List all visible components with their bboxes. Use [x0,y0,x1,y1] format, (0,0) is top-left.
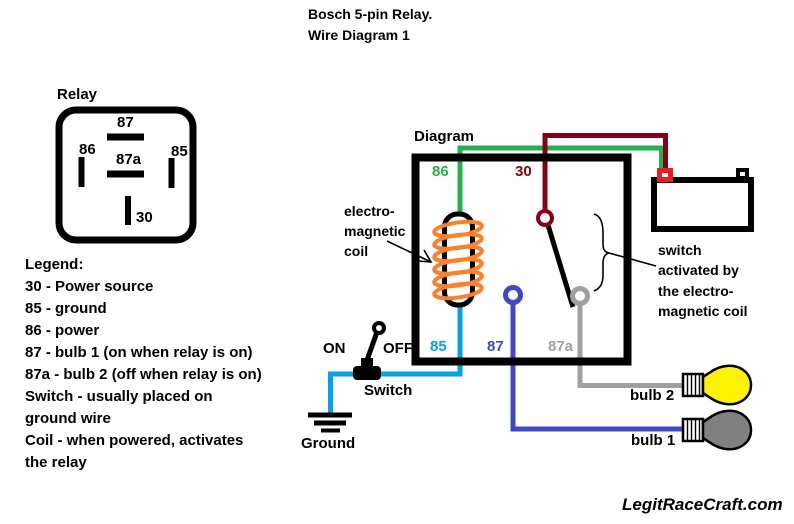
switch-annotation: switch activated by the electro- magneti… [658,240,747,321]
switch-annotation-line-3: the electro- [658,282,734,299]
relay-pin-30-label: 30 [136,209,153,226]
diagram-pin-87-label: 87 [487,338,504,355]
switch-on-label: ON [323,340,346,357]
relay-switch-arm [545,224,576,308]
switch-annotation-line-4: magnetic coil [658,302,748,319]
switch-lever [363,331,380,364]
legend-heading: Legend: [25,256,84,273]
electromagnetic-coil [432,211,484,308]
wire-86-green [457,145,664,216]
battery-positive-terminal [657,168,673,182]
switch-annotation-line-1: switch [658,242,702,258]
relay-pinout-drawing [55,106,197,244]
coil-arrow-head [417,249,433,263]
relay-pinout-title: Relay [57,86,98,103]
diagram-title: Diagram [414,128,475,145]
bulb-2-label: bulb 2 [630,387,675,404]
ground-symbol [308,412,352,433]
legend: Legend: 30 - Power source 85 - ground 86… [25,254,262,474]
switch-hub [361,358,373,368]
diagram-pin-87a-label: 87a [548,338,574,355]
ground-label: Ground [301,435,356,452]
contact-87a [570,286,590,306]
wire-87-blue [510,301,684,432]
legend-line-87a: 87a - bulb 2 (off when relay is on) [25,366,262,383]
site-watermark: LegitRaceCraft.com [622,495,783,514]
relay-pin-87-label: 87 [117,114,134,131]
toggle-switch [353,321,386,380]
page-title-line-1: Bosch 5-pin Relay. [308,6,433,22]
switch-annotation-line-2: activated by [658,262,739,279]
relay-pin-87a-label: 87a [116,151,142,168]
battery-body [651,177,754,232]
diagram-pin-86-label: 86 [432,163,449,180]
wire-85-cyan [328,300,463,413]
legend-line-30: 30 - Power source [25,278,154,295]
diagram-pin-30-label: 30 [515,163,532,180]
legend-line-switch-2: ground wire [25,410,111,427]
switch-annotation-line [608,252,657,267]
bulb-2-glass [701,364,753,406]
coil-annotation-line-2: magnetic [344,223,406,239]
bulb-1-label: bulb 1 [631,432,676,449]
switch-off-label: OFF [383,340,413,357]
battery-negative-terminal [736,168,749,180]
contact-87 [503,285,523,305]
legend-line-coil-1: Coil - when powered, activates [25,432,244,449]
wire-87a-gray [577,302,684,388]
battery [651,168,754,232]
page-title-line-2: Wire Diagram 1 [308,27,410,43]
bulb-2 [681,364,753,406]
wire-30-darkred [542,133,668,212]
diagram-pin-85-label: 85 [430,338,447,355]
switch-label: Switch [364,382,413,399]
contact-30 [536,209,554,227]
legend-line-87: 87 - bulb 1 (on when relay is on) [25,344,253,361]
switch-body [353,366,381,380]
legend-line-coil-2: the relay [25,454,87,471]
bulb-1 [681,409,753,451]
switch-annotation-brace [593,213,610,292]
coil-arrow-line [386,240,432,263]
diagram-box [411,153,632,366]
relay-outline [55,106,197,244]
bulb-1-glass [701,409,753,451]
relay-pin-86-label: 86 [79,141,96,158]
legend-line-switch-1: Switch - usually placed on [25,388,213,405]
coil-annotation-line-3: coil [344,243,369,259]
legend-line-86: 86 - power [25,322,100,339]
coil-annotation-line-1: electro- [344,203,395,219]
switch-lever-tip [372,321,386,335]
coil-annotation: electro- magnetic coil [344,201,405,261]
relay-pin-85-label: 85 [171,143,188,160]
legend-line-85: 85 - ground [25,300,107,317]
